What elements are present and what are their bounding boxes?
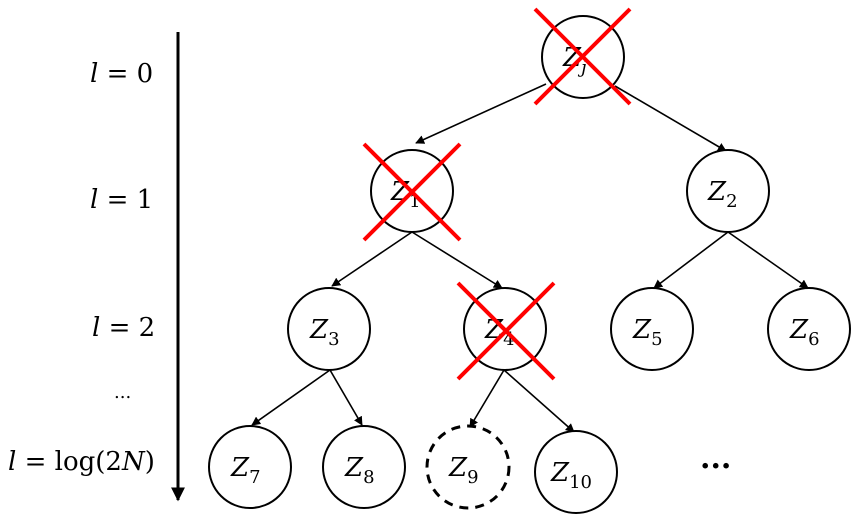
edge-n1-n4 [411, 231, 503, 289]
node-root: Zj [533, 7, 632, 106]
level-label-0: l = 0 [90, 59, 153, 89]
node-z8: Z8 [322, 425, 406, 509]
edge-n1-n3 [331, 231, 413, 287]
svg-text:Z8: Z8 [344, 453, 375, 488]
edge-root-n2 [614, 85, 727, 152]
edge-n4-n9 [469, 369, 505, 428]
level-label-2: l = 2 [92, 313, 155, 343]
edge-n3-n7 [251, 369, 331, 426]
edges [251, 83, 809, 433]
node-z10: Z10 [534, 430, 618, 514]
edge-n2-n6 [727, 231, 809, 289]
level-label-log: l = log(2N) [8, 447, 155, 477]
svg-text:Z5: Z5 [632, 315, 663, 350]
level-ellipsis: ... [114, 382, 131, 403]
svg-text:Z10: Z10 [550, 458, 592, 493]
row-ellipsis: ... [700, 441, 731, 476]
level-label-1: l = 1 [90, 185, 153, 215]
node-z1: Z1 [362, 142, 462, 242]
node-z2: Z2 [686, 149, 770, 233]
edge-root-n1 [415, 83, 547, 144]
node-z4: Z4 [456, 281, 556, 381]
edge-n3-n8 [329, 369, 363, 426]
svg-text:Z3: Z3 [309, 315, 340, 350]
node-z6: Z6 [767, 287, 851, 371]
edge-n2-n5 [653, 231, 729, 289]
node-z3: Z3 [287, 287, 371, 371]
svg-text:Z2: Z2 [707, 177, 738, 212]
svg-text:Z7: Z7 [230, 453, 261, 488]
node-z9: Z9 [425, 424, 511, 510]
svg-text:Z6: Z6 [789, 315, 820, 350]
svg-text:Z9: Z9 [448, 453, 479, 488]
node-z5: Z5 [610, 287, 694, 371]
edge-n4-n10 [503, 369, 575, 433]
node-z7: Z7 [208, 425, 292, 509]
